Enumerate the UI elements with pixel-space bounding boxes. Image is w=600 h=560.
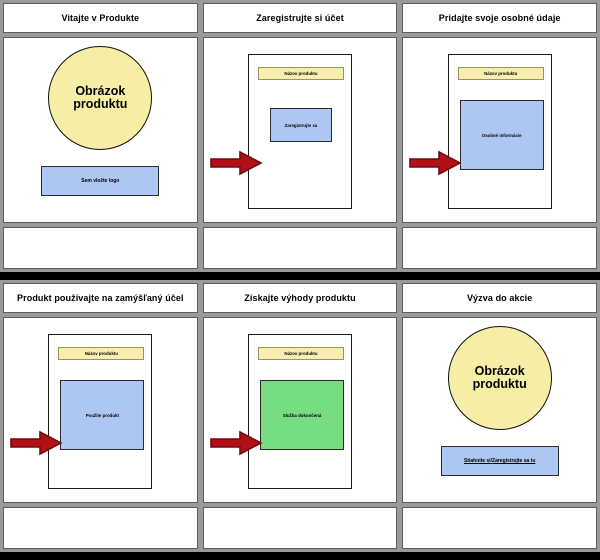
footer-strip-top — [3, 227, 598, 269]
panel-body-2: Názov produktu Zaregistrujte sa — [202, 37, 398, 223]
product-image-circle: Obrázok produktu — [447, 326, 552, 430]
panel-caption-4[interactable] — [3, 507, 198, 549]
logo-placeholder-label: Sem vložte logo — [81, 178, 120, 184]
panel-header-4: Produkt používajte na zamýšľaný účel — [3, 283, 198, 313]
panel-body-6: Obrázok produktu Stiahnite si/Zaregistru… — [402, 317, 598, 503]
panel-body-1: Obrázok produktu Sem vložte logo — [3, 37, 198, 223]
panel-caption-3[interactable] — [402, 227, 598, 269]
signup-button-label: Zaregistrujte sa — [284, 122, 318, 128]
storyboard-page-top: Vitajte v Produkte Zaregistrujte si účet… — [0, 0, 600, 272]
panel-caption-2[interactable] — [202, 227, 398, 269]
panel-header-title: Získajte výhody produktu — [244, 293, 356, 303]
scene-device: Názov produktu Použite produkt — [4, 318, 197, 502]
device-frame: Názov produktu Zaregistrujte sa — [248, 54, 352, 209]
grid-divider — [3, 503, 597, 507]
panel-body-4: Názov produktu Použite produkt — [3, 317, 198, 503]
service-complete-label: Služba dokončená — [282, 412, 322, 418]
header-strip-top: Vitajte v Produkte Zaregistrujte si účet… — [3, 3, 598, 33]
product-name-label: Názov produktu — [284, 351, 318, 356]
product-name-bar: Názov produktu — [258, 347, 344, 360]
panel-header-6: Výzva do akcie — [402, 283, 598, 313]
panel-body-3: Názov produktu Osobné informácie — [402, 37, 598, 223]
panel-caption-1[interactable] — [3, 227, 198, 269]
panel-body-5: Názov produktu Služba dokončená — [202, 317, 398, 503]
right-arrow-icon — [409, 150, 463, 176]
grid-divider — [3, 33, 597, 37]
body-strip-top: Obrázok produktu Sem vložte logo Názov p… — [3, 37, 598, 223]
scene-device: Názov produktu Zaregistrujte sa — [204, 38, 397, 222]
personal-info-box[interactable]: Osobné informácie — [459, 100, 544, 170]
call-to-action-button[interactable]: Stiahnite si/Zaregistrujte sa tu — [440, 446, 559, 476]
footer-strip-bottom — [3, 507, 598, 549]
panel-header-5: Získajte výhody produktu — [202, 283, 398, 313]
product-name-bar: Názov produktu — [457, 67, 544, 80]
device-frame: Názov produktu Služba dokončená — [248, 334, 352, 489]
service-complete-box[interactable]: Služba dokončená — [260, 380, 344, 450]
header-strip-bottom: Produkt používajte na zamýšľaný účel Zís… — [3, 283, 598, 313]
product-image-label: Obrázok produktu — [472, 363, 527, 391]
storyboard-page-bottom: Produkt používajte na zamýšľaný účel Zís… — [0, 280, 600, 552]
scene-device: Názov produktu Osobné informácie — [403, 38, 596, 222]
call-to-action-link[interactable]: Stiahnite si/Zaregistrujte sa tu — [463, 458, 536, 464]
panel-header-1: Vitajte v Produkte — [3, 3, 198, 33]
panel-caption-5[interactable] — [202, 507, 398, 549]
product-name-bar: Názov produktu — [258, 67, 344, 80]
use-product-box[interactable]: Použite produkt — [60, 380, 145, 450]
device-frame: Názov produktu Osobné informácie — [447, 54, 552, 209]
signup-button[interactable]: Zaregistrujte sa — [270, 108, 332, 142]
product-image-circle: Obrázok produktu — [48, 46, 153, 150]
panel-caption-6[interactable] — [402, 507, 598, 549]
use-product-label: Použite produkt — [85, 412, 119, 418]
grid-divider — [3, 223, 597, 227]
product-image-label: Obrázok produktu — [73, 83, 128, 111]
panel-header-title: Vitajte v Produkte — [61, 13, 140, 23]
panel-header-title: Produkt používajte na zamýšľaný účel — [17, 293, 184, 303]
grid-divider — [3, 313, 597, 317]
product-name-label: Názov produktu — [484, 71, 518, 76]
device-frame: Názov produktu Použite produkt — [48, 334, 153, 489]
logo-placeholder-box[interactable]: Sem vložte logo — [41, 166, 160, 196]
personal-info-label: Osobné informácie — [481, 132, 522, 138]
scene-device: Názov produktu Služba dokončená — [204, 318, 397, 502]
panel-header-3: Pridajte svoje osobné údaje — [402, 3, 598, 33]
scene-circle-logo: Obrázok produktu Sem vložte logo — [4, 38, 197, 222]
product-name-label: Názov produktu — [84, 351, 118, 356]
panel-header-2: Zaregistrujte si účet — [202, 3, 398, 33]
scene-circle-logo: Obrázok produktu Stiahnite si/Zaregistru… — [403, 318, 596, 502]
right-arrow-icon — [209, 150, 263, 176]
product-name-bar: Názov produktu — [58, 347, 145, 360]
right-arrow-icon — [10, 430, 63, 456]
right-arrow-icon — [209, 430, 263, 456]
panel-header-title: Pridajte svoje osobné údaje — [438, 13, 561, 23]
body-strip-bottom: Názov produktu Použite produkt — [3, 317, 598, 503]
product-name-label: Názov produktu — [284, 71, 318, 76]
panel-header-title: Zaregistrujte si účet — [256, 13, 344, 23]
panel-header-title: Výzva do akcie — [466, 293, 533, 303]
